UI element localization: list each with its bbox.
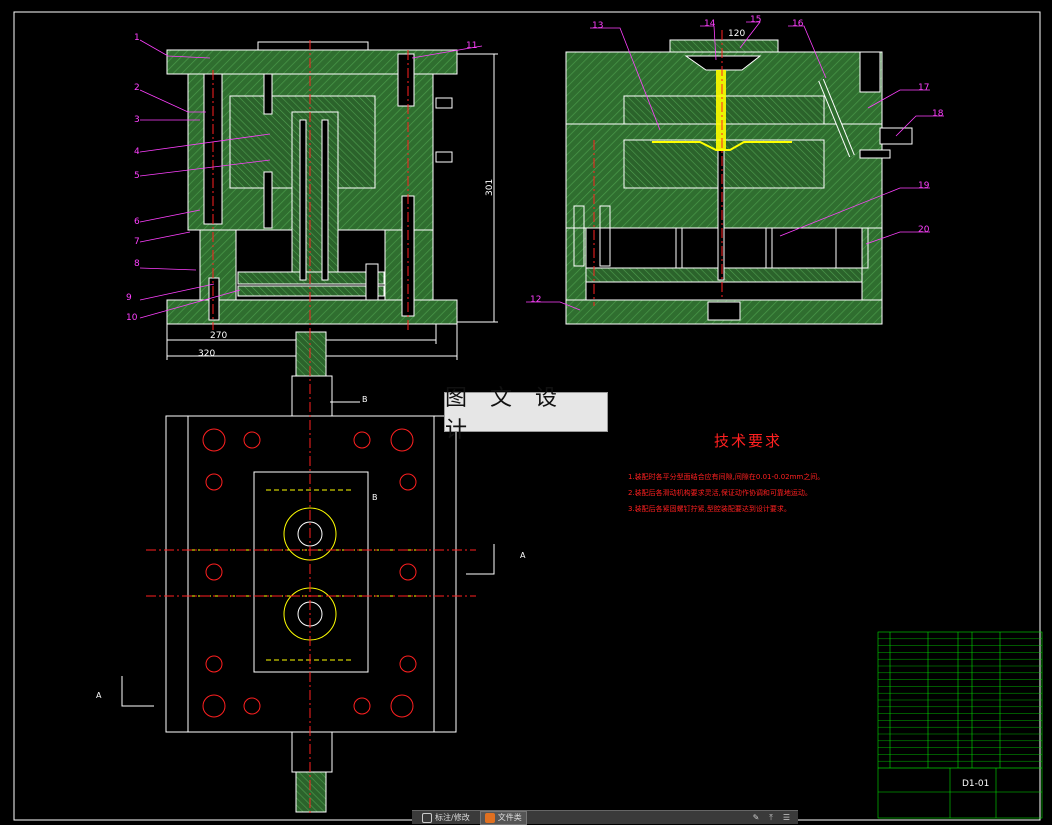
svg-text:5: 5 <box>134 171 140 181</box>
dim-width-inner: 270 <box>210 331 227 341</box>
taskbar-item-folder[interactable]: 文件类 <box>479 810 527 825</box>
svg-text:1: 1 <box>134 33 140 43</box>
svg-text:6: 6 <box>134 217 140 227</box>
part-leaders-right <box>526 21 944 311</box>
upload-icon[interactable]: ⤒ <box>769 812 773 822</box>
taskbar-tools: ✎ ⤒ ☰ <box>753 813 798 823</box>
svg-text:2: 2 <box>134 83 140 93</box>
svg-text:9: 9 <box>126 293 132 303</box>
svg-text:B: B <box>362 395 368 404</box>
svg-text:20: 20 <box>918 225 930 235</box>
svg-text:13: 13 <box>592 21 603 31</box>
title-block <box>877 631 1043 819</box>
svg-text:18: 18 <box>932 109 944 119</box>
svg-text:17: 17 <box>918 83 929 93</box>
svg-text:12: 12 <box>530 295 541 305</box>
part-labels-right: 12 13 14 15 16 17 18 19 20 <box>530 15 944 305</box>
svg-text:A: A <box>96 691 102 700</box>
taskbar: 标注/修改 文件类 ✎ ⤒ ☰ <box>412 810 798 825</box>
taskbar-item-label: 文件类 <box>497 813 522 822</box>
side-section-view: 120 <box>565 29 913 325</box>
svg-text:16: 16 <box>792 19 804 29</box>
svg-text:11: 11 <box>466 41 477 51</box>
svg-text:4: 4 <box>134 147 140 157</box>
drawing-number: D1-01 <box>962 779 989 789</box>
part-labels-left: 1 2 3 4 5 6 7 8 9 10 11 <box>126 33 477 323</box>
svg-text:19: 19 <box>918 181 930 191</box>
section-labels: B B A A <box>96 395 526 700</box>
svg-text:7: 7 <box>134 237 140 247</box>
svg-text:10: 10 <box>126 313 138 323</box>
tech-note-1: 1.装配时各平分型面结合应有间隙,间隙在0.01-0.02mm之间。 <box>628 473 825 481</box>
view-icon <box>422 812 432 823</box>
parts-list-rows <box>878 638 1042 769</box>
svg-text:3: 3 <box>134 115 140 125</box>
dim-width-outer: 320 <box>198 349 215 359</box>
svg-text:B: B <box>372 493 378 502</box>
front-section-view: 270 320 301 <box>166 40 498 360</box>
watermark-banner: 图 文 设 计 <box>444 386 608 443</box>
svg-text:14: 14 <box>704 19 716 29</box>
svg-text:8: 8 <box>134 259 140 269</box>
section-markers <box>121 401 495 707</box>
edit-icon[interactable]: ✎ <box>752 812 760 822</box>
taskbar-item-label: 标注/修改 <box>435 813 470 822</box>
svg-text:A: A <box>520 551 526 560</box>
folder-icon <box>484 812 495 823</box>
part-leaders-left <box>139 39 483 319</box>
tech-note-2: 2.装配后各滑动机构要求灵活,保证动作协调和可靠地运动。 <box>628 489 812 497</box>
tech-title: 技术要求 <box>713 432 782 450</box>
svg-text:15: 15 <box>750 15 761 25</box>
dim-height: 301 <box>485 179 495 196</box>
plan-view <box>165 331 457 813</box>
plan-centerlines <box>146 330 476 815</box>
technical-requirements: 技术要求 1.装配时各平分型面结合应有间隙,间隙在0.01-0.02mm之间。 … <box>628 430 868 517</box>
plan-holes <box>202 428 417 718</box>
menu-icon[interactable]: ☰ <box>782 812 790 822</box>
taskbar-item-view[interactable]: 标注/修改 <box>418 812 474 824</box>
tech-note-3: 3.装配后各紧固螺钉拧紧,型腔装配要达到设计要求。 <box>628 505 791 513</box>
dim-top-width: 120 <box>728 29 745 39</box>
